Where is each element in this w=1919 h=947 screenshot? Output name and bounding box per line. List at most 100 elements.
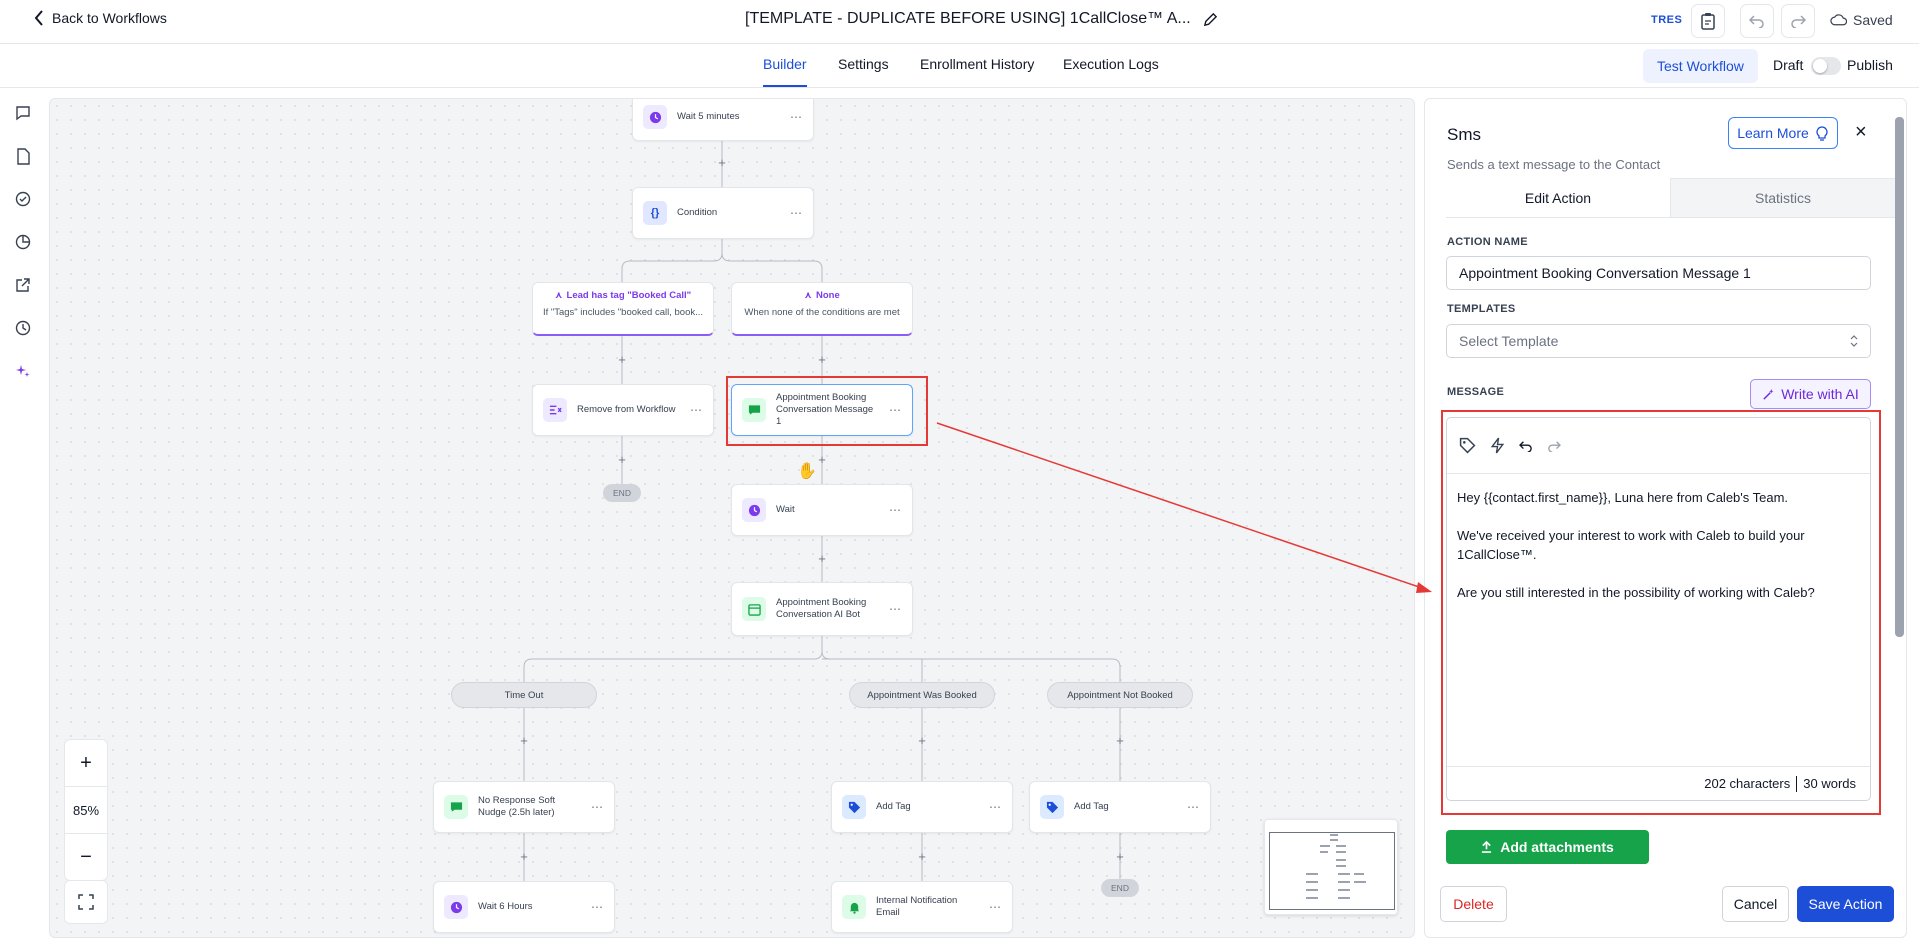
node-menu-icon[interactable]: ⋯: [989, 800, 1002, 814]
add-step-plus-icon[interactable]: +: [520, 849, 528, 864]
template-select[interactable]: Select Template: [1446, 324, 1871, 358]
end-marker: END: [1101, 879, 1139, 897]
node-condition[interactable]: {} Condition ⋯: [632, 187, 814, 239]
zoom-in-button[interactable]: +: [65, 740, 107, 787]
add-step-plus-icon[interactable]: +: [520, 733, 528, 748]
publish-toggle[interactable]: [1811, 57, 1841, 75]
highlight-annotation-box: [726, 376, 928, 446]
add-step-plus-icon[interactable]: +: [1116, 733, 1124, 748]
node-wait-6-hours[interactable]: Wait 6 Hours ⋯: [433, 881, 615, 933]
add-step-plus-icon[interactable]: +: [1116, 849, 1124, 864]
undo-icon[interactable]: [1519, 440, 1533, 452]
tab-builder[interactable]: Builder: [763, 56, 807, 87]
redo-icon[interactable]: [1547, 440, 1561, 452]
node-menu-icon[interactable]: ⋯: [889, 403, 902, 417]
document-icon[interactable]: [13, 146, 33, 166]
add-step-plus-icon[interactable]: +: [818, 551, 826, 566]
node-menu-icon[interactable]: ⋯: [591, 800, 604, 814]
node-wait-5-minutes[interactable]: Wait 5 minutes ⋯: [632, 99, 814, 141]
tab-settings[interactable]: Settings: [838, 56, 889, 72]
add-step-plus-icon[interactable]: +: [818, 352, 826, 367]
panel-scrollbar[interactable]: [1895, 117, 1904, 637]
hand-cursor-icon: ✋: [797, 463, 817, 480]
tab-statistics[interactable]: Statistics: [1670, 178, 1896, 218]
test-workflow-button[interactable]: Test Workflow: [1643, 49, 1758, 83]
workflow-canvas[interactable]: Wait 5 minutes ⋯ + {} Condition ⋯ ⋏Lead …: [49, 98, 1415, 938]
cancel-button[interactable]: Cancel: [1722, 886, 1789, 922]
notes-button[interactable]: [1691, 4, 1725, 38]
branch-lead-has-tag-booked-call[interactable]: ⋏Lead has tag "Booked Call" If "Tags" in…: [532, 282, 714, 336]
fit-view-button[interactable]: [64, 880, 108, 924]
lightning-icon[interactable]: [1490, 437, 1505, 454]
node-menu-icon[interactable]: ⋯: [790, 110, 803, 124]
node-appointment-booking-ai-bot[interactable]: Appointment Booking Conversation AI Bot …: [731, 582, 913, 636]
add-step-plus-icon[interactable]: +: [918, 733, 926, 748]
node-add-tag-booked[interactable]: Add Tag ⋯: [831, 781, 1013, 833]
check-circle-icon[interactable]: [13, 189, 33, 209]
node-menu-icon[interactable]: ⋯: [989, 900, 1002, 914]
node-appointment-booking-message-1[interactable]: Appointment Booking Conversation Message…: [731, 384, 913, 436]
action-name-field[interactable]: Appointment Booking Conversation Message…: [1446, 256, 1871, 290]
node-menu-icon[interactable]: ⋯: [591, 900, 604, 914]
minimap[interactable]: [1264, 819, 1398, 915]
pie-chart-icon[interactable]: [13, 232, 33, 252]
branch-description: If "Tags" includes "booked call, book...: [542, 307, 704, 318]
minimap-viewport[interactable]: [1269, 832, 1395, 910]
expand-icon: [78, 894, 94, 910]
node-add-tag-not-booked[interactable]: Add Tag ⋯: [1029, 781, 1211, 833]
write-with-ai-button[interactable]: Write with AI: [1750, 379, 1871, 409]
tag-icon: [842, 795, 866, 819]
node-menu-icon[interactable]: ⋯: [790, 206, 803, 220]
branch-description: When none of the conditions are met: [744, 307, 900, 318]
add-step-plus-icon[interactable]: +: [618, 452, 626, 467]
node-menu-icon[interactable]: ⋯: [690, 403, 703, 417]
node-menu-icon[interactable]: ⋯: [889, 503, 902, 517]
tag-icon[interactable]: [1459, 437, 1476, 454]
add-step-plus-icon[interactable]: +: [618, 352, 626, 367]
zoom-out-button[interactable]: −: [80, 846, 92, 868]
node-wait[interactable]: Wait ⋯: [731, 484, 913, 536]
add-attachments-button[interactable]: Add attachments: [1446, 830, 1649, 864]
node-menu-icon[interactable]: ⋯: [1187, 800, 1200, 814]
user-badge[interactable]: TRES: [1651, 14, 1683, 26]
node-remove-from-workflow[interactable]: Remove from Workflow ⋯: [532, 384, 714, 436]
message-body[interactable]: Hey {{contact.first_name}}, Luna here fr…: [1457, 488, 1857, 621]
node-no-response-soft-nudge[interactable]: No Response Soft Nudge (2.5h later) ⋯: [433, 781, 615, 833]
back-to-workflows-link[interactable]: Back to Workflows: [34, 10, 167, 26]
tab-enrollment-history[interactable]: Enrollment History: [920, 56, 1035, 72]
sparkles-icon[interactable]: [13, 361, 33, 381]
branch-none[interactable]: ⋏None When none of the conditions are me…: [731, 282, 913, 336]
redo-button[interactable]: [1781, 4, 1815, 38]
path-appointment-not-booked[interactable]: Appointment Not Booked: [1047, 682, 1193, 708]
comment-icon[interactable]: [13, 103, 33, 123]
workflow-title[interactable]: [TEMPLATE - DUPLICATE BEFORE USING] 1Cal…: [745, 10, 1218, 28]
history-icon[interactable]: [13, 318, 33, 338]
draft-label: Draft: [1773, 57, 1804, 73]
delete-button[interactable]: Delete: [1440, 886, 1507, 922]
learn-more-button[interactable]: Learn More: [1728, 117, 1838, 149]
path-time-out[interactable]: Time Out: [451, 682, 597, 708]
templates-label: TEMPLATES: [1447, 303, 1516, 315]
path-appointment-was-booked[interactable]: Appointment Was Booked: [849, 682, 995, 708]
pencil-icon[interactable]: [1203, 12, 1218, 27]
add-step-plus-icon[interactable]: +: [918, 849, 926, 864]
message-editor[interactable]: Hey {{contact.first_name}}, Luna here fr…: [1446, 417, 1871, 801]
bell-icon: [842, 895, 866, 919]
char-count: 202 characters: [1704, 776, 1791, 791]
sms-icon: [742, 398, 766, 422]
close-icon[interactable]: ×: [1855, 121, 1867, 143]
add-step-plus-icon[interactable]: +: [718, 155, 726, 170]
node-menu-icon[interactable]: ⋯: [889, 602, 902, 616]
node-internal-notification-email[interactable]: Internal Notification Email ⋯: [831, 881, 1013, 933]
save-action-button[interactable]: Save Action: [1797, 886, 1894, 922]
calendar-icon: [742, 597, 766, 621]
add-attachments-label: Add attachments: [1500, 839, 1614, 855]
cloud-check-icon: [1830, 14, 1847, 26]
tab-edit-action[interactable]: Edit Action: [1446, 178, 1670, 218]
panel-title: Sms: [1447, 125, 1481, 144]
tab-execution-logs[interactable]: Execution Logs: [1063, 56, 1159, 72]
external-link-icon[interactable]: [13, 275, 33, 295]
add-step-plus-icon[interactable]: +: [818, 452, 826, 467]
sms-icon: [444, 795, 468, 819]
undo-button[interactable]: [1740, 4, 1774, 38]
